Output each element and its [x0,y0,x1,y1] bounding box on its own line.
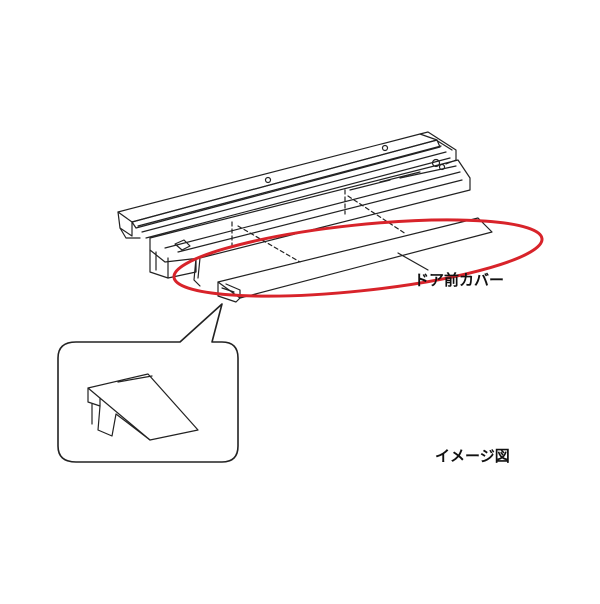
part-leader-line [397,252,429,271]
assembly-guide-lines [231,189,407,263]
part-name-label: ドア前カバー [414,271,505,289]
highlight-ellipse [172,218,544,298]
door-sill-assembly [117,131,471,287]
detail-callout [57,303,239,463]
door-front-cover [217,217,493,303]
image-caption: イメージ図 [435,447,510,465]
